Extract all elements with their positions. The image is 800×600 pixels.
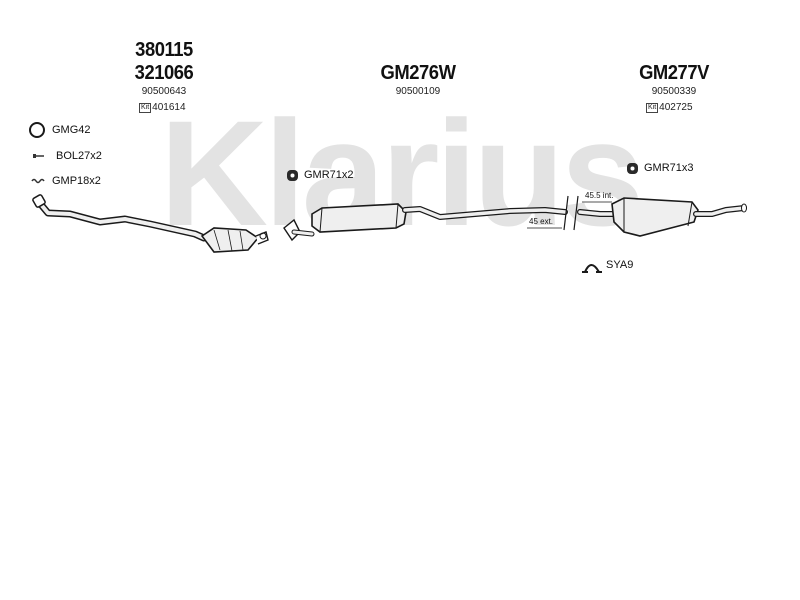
ring-gasket-icon [29, 122, 45, 138]
spring-icon [31, 178, 45, 184]
part-code[interactable]: 321066 [134, 62, 194, 84]
rear-silencer-box [611, 197, 699, 237]
dimension-external: 45 ext. [529, 217, 554, 226]
rubber-hanger-icon [287, 170, 298, 181]
clamp-icon [582, 264, 602, 273]
dimension-internal: 45.5 int. [585, 191, 614, 200]
kit-number: 401614 [152, 102, 186, 113]
middle-silencer-box [311, 203, 407, 233]
oe-number: 90500643 [141, 86, 187, 97]
bolt-icon [33, 154, 44, 158]
middle-silencer-section[interactable] [283, 203, 568, 242]
kit-badge: Kit [646, 103, 659, 113]
part-code[interactable]: GM277V [639, 62, 709, 84]
rear-silencer-section[interactable] [577, 197, 747, 237]
accessory-label[interactable]: GMP18x2 [52, 175, 101, 187]
front-pipe-with-catalyst[interactable] [32, 194, 269, 253]
part-code[interactable]: GM276W [380, 62, 456, 84]
part-code[interactable]: 380115 [135, 39, 193, 61]
oe-number: 90500109 [395, 86, 441, 97]
accessory-label[interactable]: BOL27x2 [56, 150, 102, 162]
kit-badge: Kit [139, 103, 152, 113]
oe-number: 90500339 [651, 86, 697, 97]
kit-number: 402725 [659, 102, 693, 113]
accessory-label[interactable]: GMG42 [52, 124, 91, 136]
front-flange [32, 194, 46, 208]
joint-dimension-marks [527, 195, 612, 231]
accessory-label[interactable]: SYA9 [606, 259, 634, 271]
accessory-label[interactable]: GMR71x3 [644, 162, 694, 174]
rubber-hanger-icon [627, 163, 638, 174]
accessory-label[interactable]: GMR71x2 [304, 169, 354, 181]
